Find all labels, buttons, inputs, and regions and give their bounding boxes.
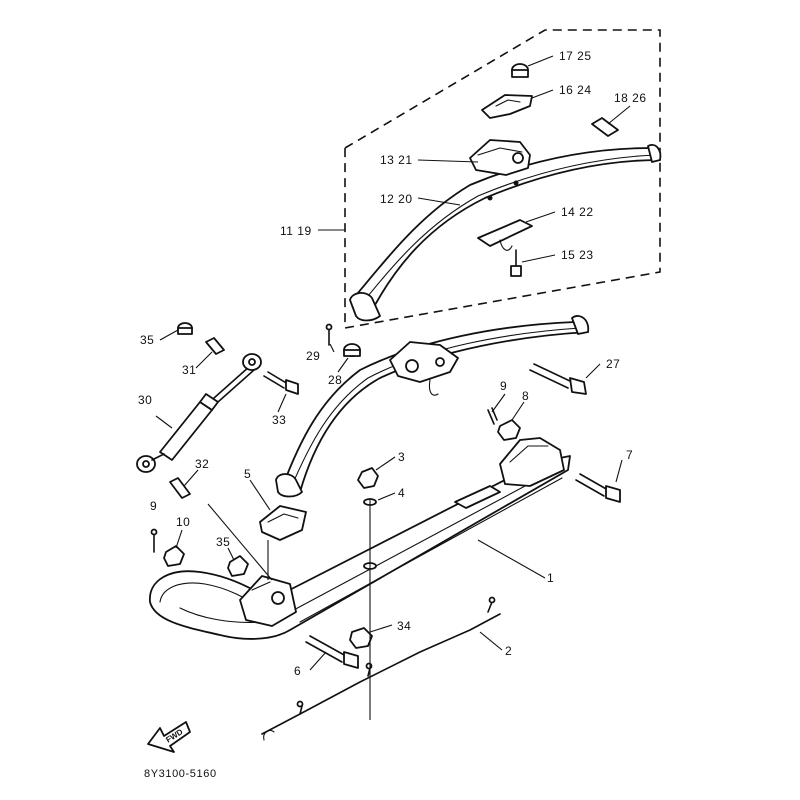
callout-3: 3 — [398, 450, 405, 464]
spring-collar — [591, 117, 619, 137]
rear-nut — [497, 419, 521, 441]
callout-30: 30 — [138, 393, 152, 407]
callout-17-25: 17 25 — [559, 49, 592, 63]
callout-27: 27 — [606, 357, 620, 371]
callout-12-20: 12 20 — [380, 192, 413, 206]
callout-2: 2 — [505, 644, 512, 658]
callout-labels: 17 25 16 24 18 26 13 21 12 20 14 22 15 2… — [138, 49, 647, 678]
ski-front-nut — [349, 627, 373, 649]
spring-saddle — [259, 505, 307, 541]
ski-nut — [357, 467, 379, 489]
callout-10: 10 — [176, 515, 190, 529]
spring-clamp-bracket — [469, 139, 531, 176]
drawing-code: 8Y3100-5160 — [144, 768, 217, 780]
callout-7: 7 — [626, 448, 633, 462]
callout-16-24: 16 24 — [559, 83, 592, 97]
callout-34: 34 — [397, 619, 411, 633]
callout-15-23: 15 23 — [561, 248, 594, 262]
callout-8: 8 — [522, 389, 529, 403]
callout-31: 31 — [182, 363, 196, 377]
callout-5: 5 — [244, 467, 251, 481]
callout-1: 1 — [547, 571, 554, 585]
shock-collar-top — [205, 337, 225, 355]
ski-front-bracket — [239, 575, 297, 627]
callout-33: 33 — [272, 413, 286, 427]
callout-35-bottom: 35 — [216, 535, 230, 549]
lower-bolt — [510, 249, 522, 277]
ski-rear-bracket — [454, 437, 565, 509]
top-plate — [481, 94, 533, 119]
callout-6: 6 — [294, 664, 301, 678]
callout-29: 29 — [306, 349, 320, 363]
left-nut — [163, 545, 185, 567]
spring-nut — [343, 343, 361, 357]
lower-plate — [477, 219, 533, 251]
callout-9-left: 9 — [150, 499, 157, 513]
cotter-pin-top — [325, 323, 333, 346]
callout-9-right: 9 — [500, 379, 507, 393]
shock-nut-top — [177, 322, 193, 335]
shock-bolt — [263, 371, 299, 395]
callout-13-21: 13 21 — [380, 153, 413, 167]
ski-rear-bolt — [575, 473, 621, 503]
callout-35-top: 35 — [140, 333, 154, 347]
callout-4: 4 — [398, 486, 405, 500]
top-nut — [511, 63, 529, 78]
callout-18-26: 18 26 — [614, 91, 647, 105]
long-bolt — [529, 363, 587, 395]
callout-28: 28 — [328, 373, 342, 387]
forward-arrow-icon: FWD — [147, 721, 191, 753]
shock-nut-bottom — [227, 555, 249, 577]
shock-collar-bottom — [169, 477, 191, 499]
ski-front-bolt — [305, 635, 359, 669]
cotter-pin-left — [150, 528, 158, 553]
upper-leaf-spring — [349, 144, 662, 322]
callout-11-19: 11 19 — [280, 224, 312, 238]
callout-14-22: 14 22 — [561, 205, 594, 219]
shock-absorber — [136, 353, 262, 473]
callout-32: 32 — [195, 457, 209, 471]
lower-spring-clamp — [389, 341, 459, 396]
leader-lines — [155, 55, 631, 720]
